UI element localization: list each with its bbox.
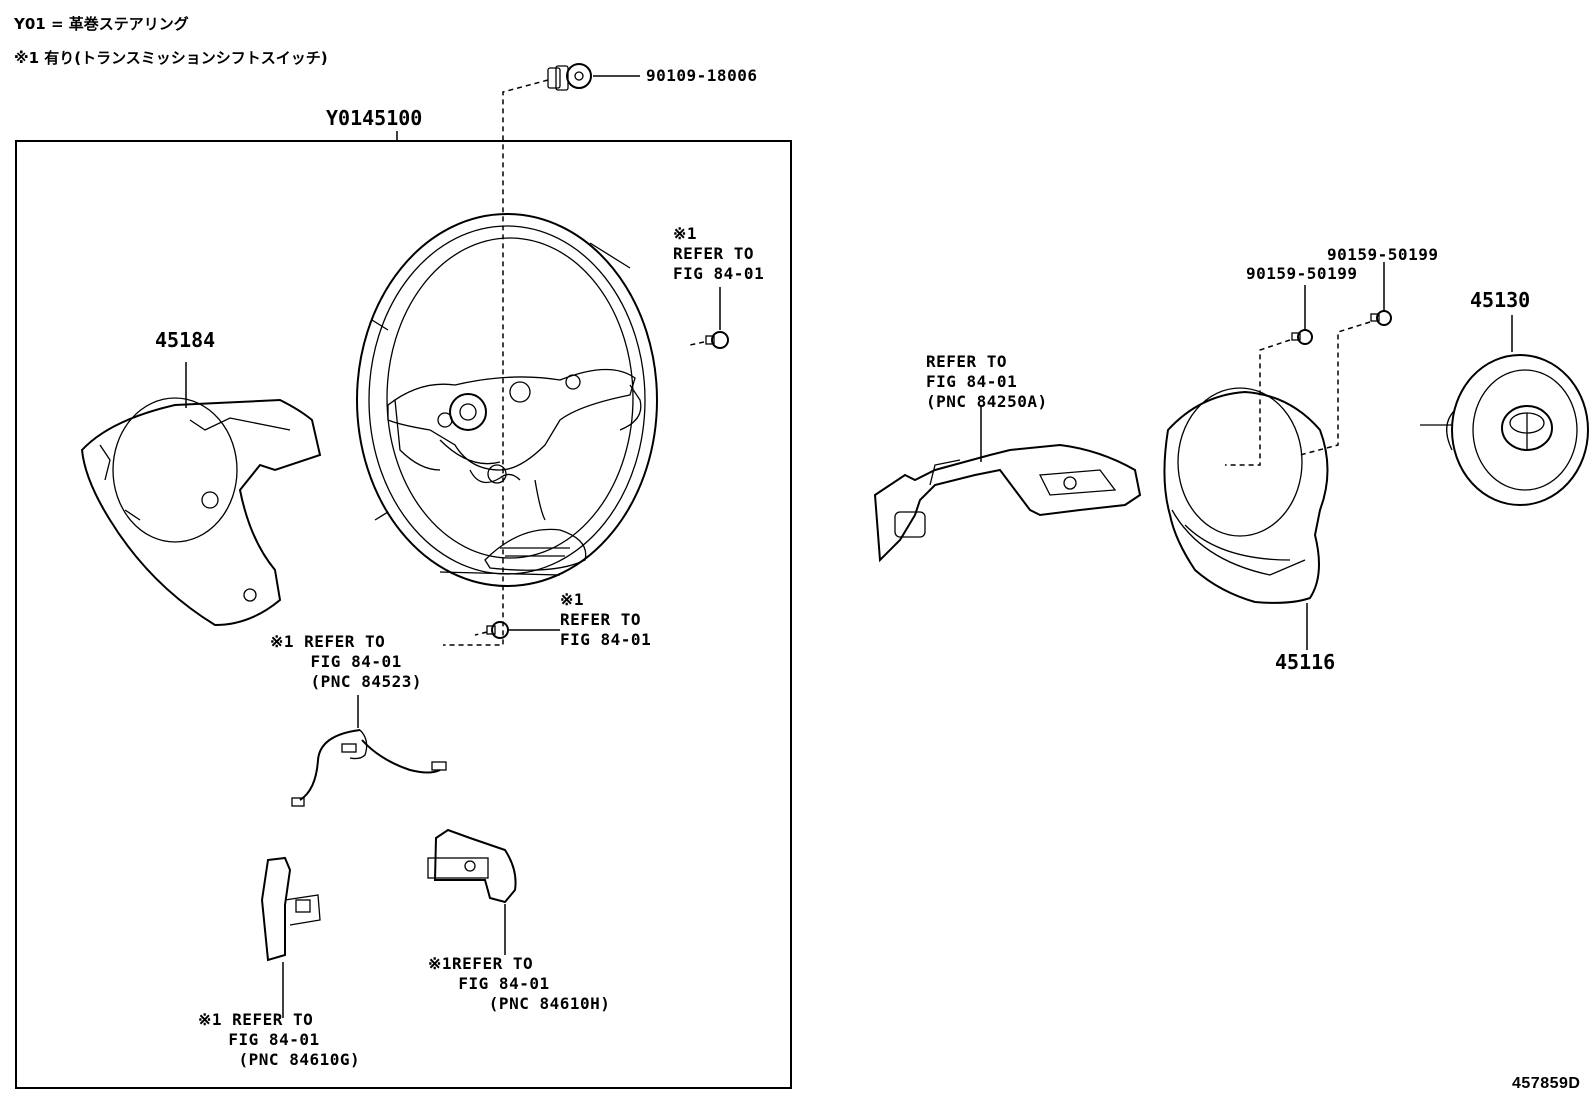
- cover-part-number: 45184: [155, 328, 216, 352]
- assembly-frame: [15, 140, 792, 1089]
- rear-cover-part-number: 45116: [1275, 650, 1336, 674]
- bolt-dashed-line: [443, 79, 549, 646]
- steering-switch-icon: [873, 443, 1142, 563]
- ref-spiral-cable: ※1 REFER TO FIG 84-01 (PNC 84523): [270, 632, 422, 691]
- bolt-part-number: 90109-18006: [646, 66, 758, 85]
- note-option: ※1 有り(トランスミッションシフトスイッチ): [14, 49, 328, 67]
- horn-pad-part-number: 45130: [1470, 288, 1531, 312]
- bolt-icon: [547, 63, 592, 91]
- screw-icon: [486, 621, 509, 639]
- assembly-part-number: Y0145100: [326, 106, 423, 130]
- paddle-switch-h-icon: [427, 828, 517, 904]
- ref-switch-h: ※1REFER TO FIG 84-01 (PNC 84610H): [428, 954, 611, 1013]
- note-y01: Y01 = 革巻ステアリング: [14, 15, 189, 33]
- screw-icon: [1370, 310, 1392, 326]
- paddle-switch-g-icon: [260, 856, 321, 962]
- screw-a-part-number: 90159-50199: [1246, 264, 1358, 283]
- figure-id: 457859D: [1512, 1075, 1581, 1092]
- horn-pad-icon: [1420, 354, 1589, 506]
- ref-lower-center: ※1 REFER TO FIG 84-01: [560, 590, 652, 649]
- steering-wheel-icon: [356, 213, 658, 587]
- column-cover-icon: [80, 397, 322, 627]
- spiral-cable-icon: [291, 729, 447, 807]
- ref-upper-right: ※1 REFER TO FIG 84-01: [673, 224, 765, 283]
- screw-b-part-number: 90159-50199: [1327, 245, 1439, 264]
- screw-icon: [705, 331, 729, 349]
- ref-switch-assy: REFER TO FIG 84-01 (PNC 84250A): [926, 352, 1048, 411]
- rear-cover-icon: [1163, 387, 1329, 604]
- screw-icon: [1291, 329, 1313, 345]
- ref-switch-g: ※1 REFER TO FIG 84-01 (PNC 84610G): [198, 1010, 361, 1069]
